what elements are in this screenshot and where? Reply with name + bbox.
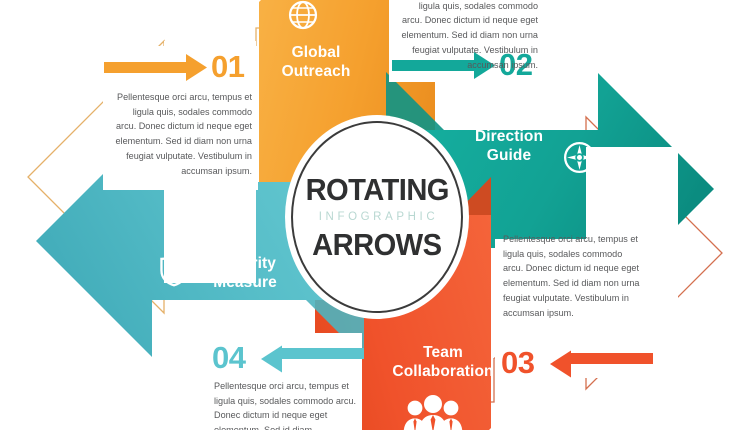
step-number-03: 03 xyxy=(501,345,535,380)
badge-subtitle: INFOGRAPHIC xyxy=(318,210,439,223)
inner-arrow-01 xyxy=(104,54,207,81)
step-body-01: Pellentesque orci arcu, tempus et ligula… xyxy=(115,92,253,176)
inner-arrow-02 xyxy=(392,52,495,79)
step-number-01: 01 xyxy=(211,49,245,84)
step-title-03: Team Collaboration xyxy=(392,344,494,380)
white-gap-03-right xyxy=(586,147,678,359)
step-body-02: Pellentesque orci arcu, tempus et ligula… xyxy=(401,0,539,70)
inner-arrow-03 xyxy=(550,350,653,378)
step-title-04: Security Measure xyxy=(213,255,277,291)
step-title-01: Global Outreach xyxy=(281,44,351,80)
arrow-blade-03-foot xyxy=(454,177,491,215)
center-title-badge: ROTATING INFOGRAPHIC ARROWS xyxy=(291,121,463,313)
shield-icon xyxy=(159,253,189,292)
step-body-04: Pellentesque orci arcu, tempus et ligula… xyxy=(214,381,357,430)
step-number-04: 04 xyxy=(212,340,246,375)
step-title-02: Direction Guide xyxy=(474,128,544,164)
compass-icon xyxy=(561,139,598,181)
arrow-blade-02-foot xyxy=(386,72,444,130)
badge-title-line3: ARROWS xyxy=(312,227,442,263)
people-icon xyxy=(402,395,464,430)
step-body-03: Pellentesque orci arcu, tempus et ligula… xyxy=(503,234,640,318)
inner-arrow-04 xyxy=(261,345,364,373)
step-number-02: 02 xyxy=(499,47,533,82)
badge-title-line1: ROTATING xyxy=(305,171,449,207)
globe-icon xyxy=(286,0,320,37)
